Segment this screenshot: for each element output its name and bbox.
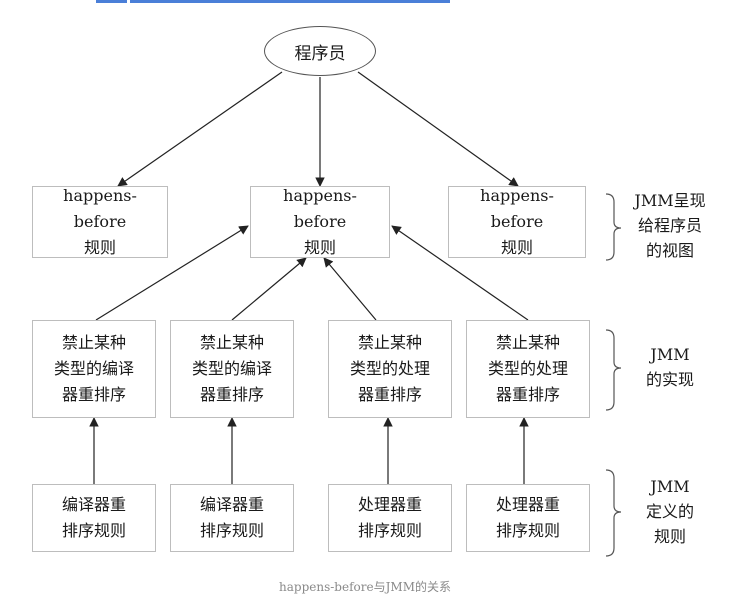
- rule-box-left: happens-before 规则: [32, 186, 168, 258]
- impl-box-processor-1: 禁止某种 类型的处理 器重排序: [328, 320, 452, 418]
- def-box-processor-2: 处理器重 排序规则: [466, 484, 590, 552]
- rule-box-right: happens-before 规则: [448, 186, 586, 258]
- brace-impl: [605, 329, 622, 411]
- figure-caption: happens-before与JMM的关系: [279, 580, 451, 594]
- edge-root-to-rule-right: [357, 71, 519, 187]
- annotation-view: JMM呈现 给程序员 的视图: [634, 191, 706, 260]
- edge-root-to-rule-left: [117, 71, 283, 187]
- annotation-def: JMM 定义的 规则: [645, 477, 694, 546]
- impl-box-compiler-1: 禁止某种 类型的编译 器重排序: [32, 320, 156, 418]
- edge-impl4-to-rule: [391, 225, 529, 321]
- impl-box-processor-2: 禁止某种 类型的处理 器重排序: [466, 320, 590, 418]
- programmer-node: 程序员: [264, 26, 376, 76]
- edge-impl1-to-rule: [95, 225, 249, 321]
- impl-box-compiler-2: 禁止某种 类型的编译 器重排序: [170, 320, 294, 418]
- edge-impl3-to-rule: [323, 257, 377, 321]
- brace-view: [605, 193, 622, 261]
- top-link-underline[interactable]: [96, 0, 450, 3]
- def-box-compiler-1: 编译器重 排序规则: [32, 484, 156, 552]
- def-box-compiler-2: 编译器重 排序规则: [170, 484, 294, 552]
- rule-box-center: happens-before 规则: [250, 186, 390, 258]
- brace-def: [605, 469, 622, 557]
- def-box-processor-1: 处理器重 排序规则: [328, 484, 452, 552]
- edge-impl2-to-rule: [231, 257, 307, 321]
- annotation-impl: JMM 的实现: [645, 345, 694, 389]
